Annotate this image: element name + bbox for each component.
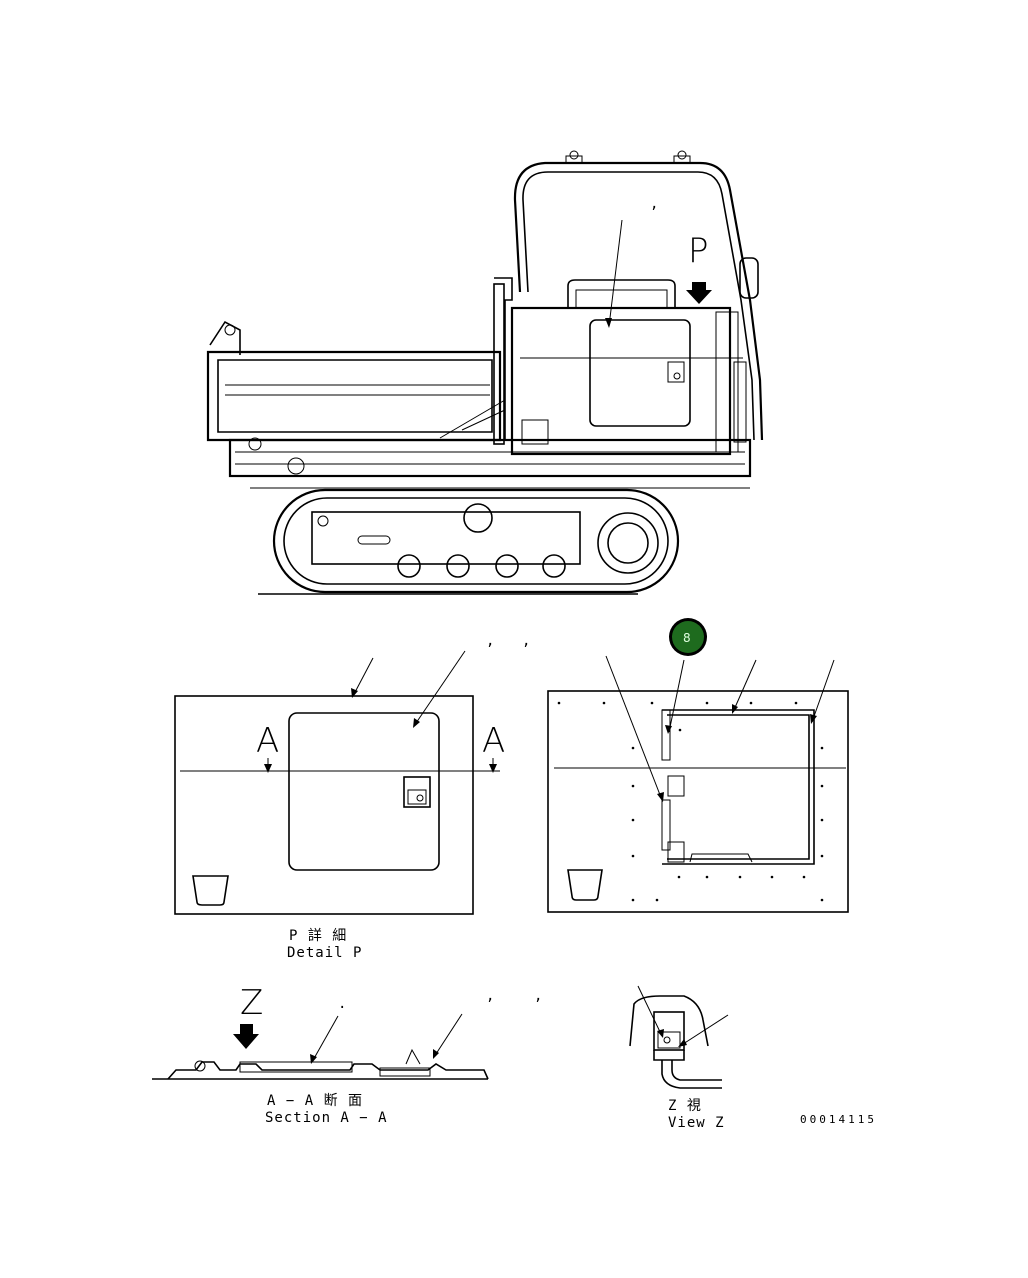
section-aa-title-jp: A − A 断 面 [267,1093,363,1109]
punct-mark-2: , [522,633,531,649]
section-aa-drawing [152,1013,489,1080]
drawing-number: 00014115 [800,1113,877,1126]
view-z-drawing [629,985,729,1089]
section-view-marker: Z [240,983,263,1023]
punct-mark-1: , [486,633,495,649]
detail-p-title-en: Detail P [287,945,362,961]
view-z-title-jp: Z 視 [668,1098,702,1114]
punct-mark-4: , [534,988,543,1004]
punct-mark-5: . [338,996,347,1012]
hood-open-view [547,655,849,913]
section-mark-left: A [256,721,279,761]
view-p-marker: P [688,231,709,271]
section-mark-right: A [482,721,505,761]
detail-p-title-jp: P 詳 細 [289,928,347,944]
punct-mark-3: , [486,988,495,1004]
detail-p-drawing [174,650,500,915]
crawler-dumper-side-view [206,150,764,595]
view-z-title-en: View Z [668,1115,725,1131]
section-aa-title-en: Section A − A [265,1110,388,1126]
callout-bubble-number: 8 [683,631,691,645]
callout-bubble: 8 [669,618,707,656]
punct-mark-0: , [650,196,659,212]
bolt-dots [557,701,824,902]
